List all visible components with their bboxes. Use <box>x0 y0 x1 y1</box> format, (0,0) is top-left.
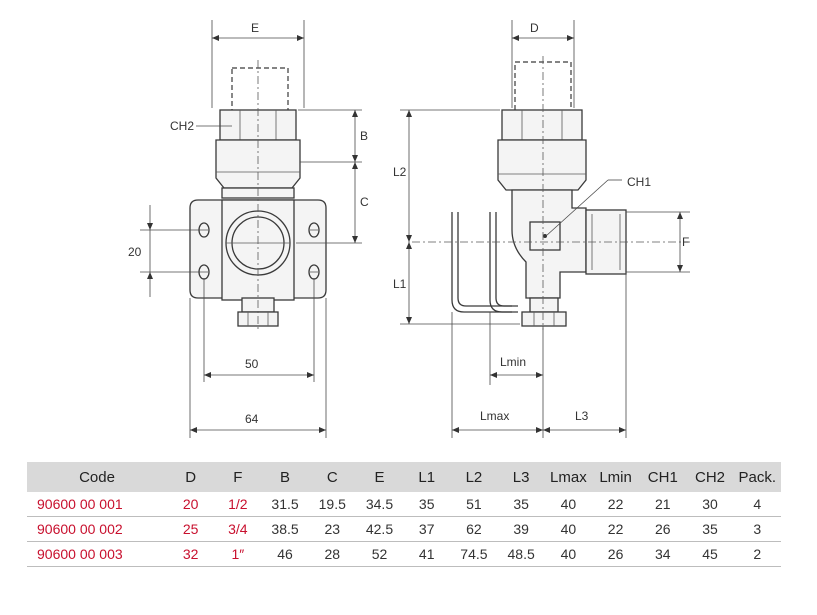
label-dim-50: 50 <box>245 357 259 371</box>
col-header-code: Code <box>27 462 167 492</box>
label-ch2: CH2 <box>170 119 194 133</box>
label-lmax: Lmax <box>480 409 509 423</box>
label-f: F <box>682 235 689 249</box>
cell-b: 46 <box>261 541 309 567</box>
col-header-ch1: CH1 <box>639 462 687 492</box>
cell-ch2: 35 <box>686 516 734 542</box>
col-header-lmin: Lmin <box>591 462 640 492</box>
col-header-b: B <box>261 462 309 492</box>
label-ch1: CH1 <box>627 175 651 189</box>
side-view: D L2 L1 CH1 F Lmin Lmax L3 <box>393 20 690 438</box>
col-header-l2: L2 <box>450 462 498 492</box>
cell-f: 1″ <box>214 541 262 567</box>
cell-d: 32 <box>167 541 215 567</box>
table-row: 90600 00 002 25 3/4 38.5 23 42.5 37 62 3… <box>27 516 781 542</box>
cell-lmin: 22 <box>591 492 640 517</box>
cell-pack: 3 <box>733 516 781 542</box>
cell-code: 90600 00 003 <box>27 541 167 567</box>
label-c: C <box>360 195 369 209</box>
cell-ch2: 45 <box>686 541 734 567</box>
front-view: E CH2 B C 20 50 64 <box>128 20 369 438</box>
cell-ch1: 26 <box>639 516 687 542</box>
col-header-d: D <box>167 462 215 492</box>
cell-l1: 37 <box>403 516 451 542</box>
cell-lmax: 40 <box>544 541 592 567</box>
label-l2: L2 <box>393 165 407 179</box>
cell-l3: 39 <box>497 516 545 542</box>
col-header-ch2: CH2 <box>686 462 734 492</box>
cell-ch1: 34 <box>639 541 687 567</box>
cell-d: 20 <box>167 492 215 517</box>
cell-lmin: 26 <box>591 541 640 567</box>
cell-l2: 62 <box>450 516 498 542</box>
label-d: D <box>530 21 539 35</box>
cell-pack: 4 <box>733 492 781 517</box>
col-header-lmax: Lmax <box>544 462 592 492</box>
cell-code: 90600 00 001 <box>27 492 167 517</box>
cell-b: 31.5 <box>261 492 309 517</box>
cell-lmax: 40 <box>544 492 592 517</box>
col-header-pack: Pack. <box>733 462 781 492</box>
label-dim-64: 64 <box>245 412 259 426</box>
label-dim-20: 20 <box>128 245 142 259</box>
table-header-row: Code D F B C E L1 L2 L3 Lmax Lmin CH1 CH… <box>27 462 781 492</box>
cell-ch1: 21 <box>639 492 687 517</box>
spec-table: Code D F B C E L1 L2 L3 Lmax Lmin CH1 CH… <box>27 462 781 567</box>
cell-c: 23 <box>308 516 356 542</box>
col-header-l3: L3 <box>497 462 545 492</box>
cell-lmax: 40 <box>544 516 592 542</box>
cell-pack: 2 <box>733 541 781 567</box>
label-l1: L1 <box>393 277 407 291</box>
cell-lmin: 22 <box>591 516 640 542</box>
col-header-f: F <box>214 462 262 492</box>
cell-e: 52 <box>355 541 404 567</box>
label-e: E <box>251 21 259 35</box>
cell-b: 38.5 <box>261 516 309 542</box>
cell-l3: 48.5 <box>497 541 545 567</box>
cell-l1: 35 <box>403 492 451 517</box>
col-header-e: E <box>355 462 404 492</box>
cell-d: 25 <box>167 516 215 542</box>
cell-f: 1/2 <box>214 492 262 517</box>
label-b: B <box>360 129 368 143</box>
cell-ch2: 30 <box>686 492 734 517</box>
cell-l3: 35 <box>497 492 545 517</box>
cell-c: 19.5 <box>308 492 356 517</box>
label-l3: L3 <box>575 409 589 423</box>
technical-drawing: E CH2 B C 20 50 64 <box>128 20 690 438</box>
cell-e: 34.5 <box>355 492 404 517</box>
cell-l2: 74.5 <box>450 541 498 567</box>
cell-l1: 41 <box>403 541 451 567</box>
cell-code: 90600 00 002 <box>27 516 167 542</box>
col-header-l1: L1 <box>403 462 451 492</box>
cell-c: 28 <box>308 541 356 567</box>
table-row: 90600 00 003 32 1″ 46 28 52 41 74.5 48.5… <box>27 541 781 567</box>
label-lmin: Lmin <box>500 355 526 369</box>
col-header-c: C <box>308 462 356 492</box>
table-row: 90600 00 001 20 1/2 31.5 19.5 34.5 35 51… <box>27 492 781 517</box>
cell-l2: 51 <box>450 492 498 517</box>
cell-f: 3/4 <box>214 516 262 542</box>
cell-e: 42.5 <box>355 516 404 542</box>
